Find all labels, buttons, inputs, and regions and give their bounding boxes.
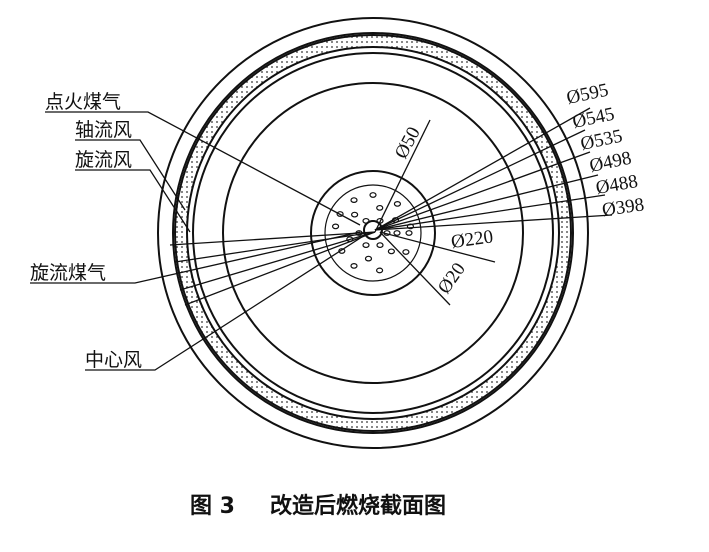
label-swirl-gas: 旋流煤气 — [30, 262, 106, 284]
gas-hole — [364, 255, 373, 262]
gas-hole — [331, 223, 340, 230]
label-swirl-air: 旋流风 — [75, 149, 132, 171]
gas-hole — [393, 230, 401, 236]
gas-hole — [350, 263, 358, 269]
ring-488 — [192, 52, 554, 414]
gas-hole — [376, 242, 384, 249]
gas-hole — [362, 242, 370, 249]
gas-hole — [350, 197, 358, 203]
dim-50: Ø50 — [391, 124, 425, 163]
ring-535 — [174, 34, 572, 432]
label-axial-air: 轴流风 — [75, 119, 132, 141]
ring-545 — [172, 32, 574, 434]
gas-hole — [393, 200, 402, 207]
ring-498 — [186, 46, 560, 420]
outer-ring — [157, 17, 589, 449]
gas-hole — [338, 248, 346, 254]
dim-398: Ø398 — [601, 194, 646, 221]
gas-hole — [369, 192, 377, 198]
leader-lines — [30, 107, 613, 371]
figure-title: 改造后燃烧截面图 — [270, 493, 446, 519]
dim-220: Ø220 — [450, 226, 495, 253]
gas-hole — [351, 211, 359, 218]
figure-number: 图 3 — [190, 494, 235, 519]
gas-hole — [362, 217, 370, 224]
label-ignition-gas: 点火煤气 — [45, 91, 121, 113]
dim-20: Ø20 — [434, 259, 470, 298]
gas-hole — [402, 249, 410, 255]
label-center-air: 中心风 — [85, 349, 142, 371]
gas-hole — [405, 230, 413, 236]
dotted-band — [175, 35, 571, 431]
gas-hole — [376, 204, 384, 211]
gas-hole — [336, 211, 344, 217]
center-hole-area — [324, 184, 422, 282]
ring-398 — [222, 82, 524, 384]
gas-hole — [375, 267, 384, 274]
gas-hole — [387, 248, 395, 255]
ring-220 — [310, 170, 436, 296]
